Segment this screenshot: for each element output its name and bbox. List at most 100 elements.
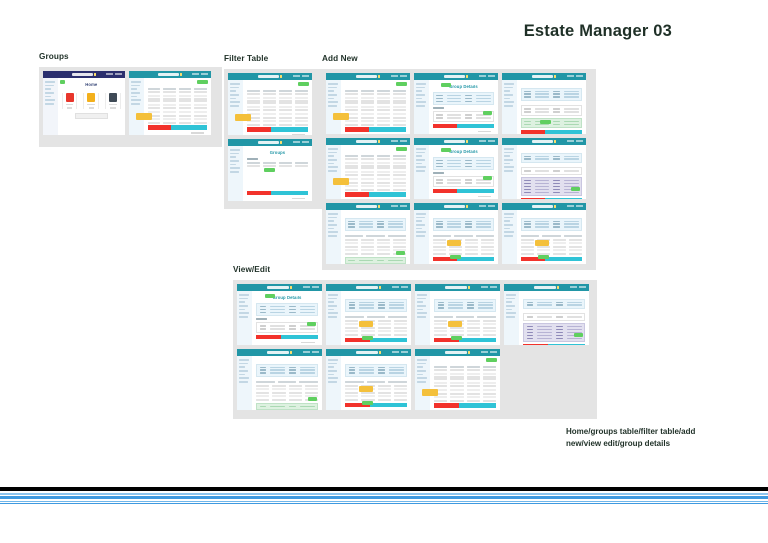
table-row[interactable] bbox=[147, 107, 208, 110]
cancel-action-bar[interactable] bbox=[520, 198, 546, 199]
table-row[interactable] bbox=[432, 238, 495, 241]
save-selection-button[interactable] bbox=[574, 333, 583, 338]
screen-thumbnail-add-4[interactable]: Groups bbox=[326, 138, 410, 199]
add-item-button[interactable] bbox=[449, 254, 461, 259]
table-row[interactable] bbox=[345, 334, 407, 337]
cancel-action-bar[interactable] bbox=[344, 192, 370, 197]
cancel-action-bar[interactable] bbox=[345, 402, 370, 408]
screen-sidebar[interactable] bbox=[43, 78, 58, 135]
screen-sidebar[interactable] bbox=[326, 356, 342, 410]
confirm-button[interactable] bbox=[483, 111, 492, 116]
topbar-actions[interactable] bbox=[481, 351, 497, 353]
topbar-actions[interactable] bbox=[293, 75, 309, 77]
table-row[interactable] bbox=[434, 385, 496, 388]
table-row[interactable] bbox=[147, 98, 208, 103]
screen-sidebar[interactable] bbox=[326, 145, 341, 199]
cancel-action-bar[interactable] bbox=[246, 127, 272, 132]
table-row[interactable] bbox=[434, 389, 496, 392]
table-row[interactable] bbox=[246, 93, 309, 96]
table-row[interactable] bbox=[432, 242, 495, 245]
screen-sidebar[interactable] bbox=[504, 291, 520, 345]
card-warnings[interactable] bbox=[83, 92, 100, 109]
cancel-action-bar[interactable] bbox=[432, 188, 458, 193]
topbar-actions[interactable] bbox=[391, 75, 407, 77]
screen-sidebar[interactable] bbox=[326, 210, 341, 264]
table-row[interactable] bbox=[147, 114, 208, 117]
cancel-action-bar[interactable] bbox=[246, 190, 272, 195]
cancel-action-bar[interactable] bbox=[432, 123, 458, 128]
screen-thumbnail-add-7[interactable]: Group Details bbox=[326, 203, 410, 264]
screen-thumbnail-ve-1[interactable]: Group Details bbox=[237, 284, 322, 345]
table-row[interactable] bbox=[520, 249, 583, 252]
screen-sidebar[interactable] bbox=[415, 291, 431, 345]
table-row[interactable] bbox=[434, 396, 496, 399]
table-row[interactable] bbox=[344, 238, 407, 241]
submit-action-bar[interactable] bbox=[369, 127, 406, 132]
table-row[interactable] bbox=[256, 384, 318, 387]
confirm-button[interactable] bbox=[307, 322, 316, 327]
screen-thumbnail-ve-4[interactable]: Group Details bbox=[504, 284, 589, 345]
save-button[interactable] bbox=[441, 148, 452, 152]
add-item-button[interactable] bbox=[308, 397, 317, 402]
screen-sidebar[interactable] bbox=[228, 80, 243, 135]
table-row[interactable] bbox=[345, 319, 407, 322]
screen-sidebar[interactable] bbox=[326, 80, 341, 134]
screen-sidebar[interactable] bbox=[237, 356, 253, 410]
screen-thumbnail-add-8[interactable]: Group Details bbox=[414, 203, 498, 264]
screen-thumbnail-filter-result[interactable]: Groups bbox=[228, 139, 312, 201]
table-row[interactable] bbox=[432, 249, 495, 252]
topbar-actions[interactable] bbox=[391, 140, 407, 142]
table-row[interactable] bbox=[344, 109, 407, 112]
cancel-action-bar[interactable] bbox=[520, 256, 546, 262]
screen-thumbnail-add-9[interactable]: Group Details bbox=[502, 203, 586, 264]
save-button[interactable] bbox=[264, 294, 275, 298]
add-item-button[interactable] bbox=[362, 335, 374, 340]
table-row[interactable] bbox=[246, 109, 309, 112]
table-row[interactable] bbox=[344, 178, 407, 181]
table-row[interactable] bbox=[432, 253, 495, 256]
screen-thumbnail-add-6[interactable]: Group Details bbox=[502, 138, 586, 199]
topbar-actions[interactable] bbox=[570, 286, 586, 288]
table-row[interactable] bbox=[246, 120, 309, 123]
table-row[interactable] bbox=[344, 245, 407, 248]
table-row[interactable] bbox=[344, 158, 407, 161]
screen-thumbnail-add-2[interactable]: Group Details bbox=[414, 73, 498, 134]
screen-sidebar[interactable] bbox=[228, 146, 243, 201]
cancel-action-bar[interactable] bbox=[256, 334, 281, 339]
table-row[interactable] bbox=[520, 253, 583, 256]
submit-action-bar[interactable] bbox=[545, 130, 582, 134]
table-row[interactable] bbox=[256, 395, 318, 398]
topbar-actions[interactable] bbox=[392, 351, 408, 353]
cancel-action-bar[interactable] bbox=[434, 403, 459, 408]
table-row[interactable] bbox=[434, 330, 496, 333]
add-item-button[interactable] bbox=[362, 400, 374, 405]
screen-thumbnail-groups-table[interactable]: Groups bbox=[129, 71, 211, 135]
table-row[interactable] bbox=[434, 372, 496, 375]
submit-action-bar[interactable] bbox=[271, 190, 308, 195]
submit-action-bar[interactable] bbox=[458, 403, 496, 408]
topbar-actions[interactable] bbox=[479, 140, 495, 142]
screen-sidebar[interactable] bbox=[502, 80, 517, 134]
submit-action-bar[interactable] bbox=[457, 123, 494, 128]
table-row[interactable] bbox=[434, 323, 496, 326]
table-row[interactable] bbox=[147, 91, 208, 94]
card-alerts[interactable] bbox=[61, 92, 78, 109]
confirm-button[interactable] bbox=[483, 176, 492, 181]
screen-sidebar[interactable] bbox=[237, 291, 253, 345]
table-row[interactable] bbox=[434, 392, 496, 395]
submit-action-bar[interactable] bbox=[369, 192, 406, 197]
screen-thumbnail-filter-full[interactable]: Groups bbox=[228, 73, 312, 135]
table-row[interactable] bbox=[434, 399, 496, 402]
topbar-actions[interactable] bbox=[567, 75, 583, 77]
table-row[interactable] bbox=[147, 121, 208, 124]
screen-thumbnail-ve-7[interactable]: Groups bbox=[415, 349, 500, 410]
screen-thumbnail-add-5[interactable]: Group Details bbox=[414, 138, 498, 199]
table-row[interactable] bbox=[344, 165, 407, 170]
topbar-actions[interactable] bbox=[303, 351, 319, 353]
screen-sidebar[interactable] bbox=[502, 210, 517, 264]
screen-sidebar[interactable] bbox=[414, 145, 429, 199]
submit-action-bar[interactable] bbox=[457, 256, 494, 262]
table-row[interactable] bbox=[345, 323, 407, 326]
add-button[interactable] bbox=[59, 80, 65, 84]
success-button[interactable] bbox=[540, 120, 552, 125]
